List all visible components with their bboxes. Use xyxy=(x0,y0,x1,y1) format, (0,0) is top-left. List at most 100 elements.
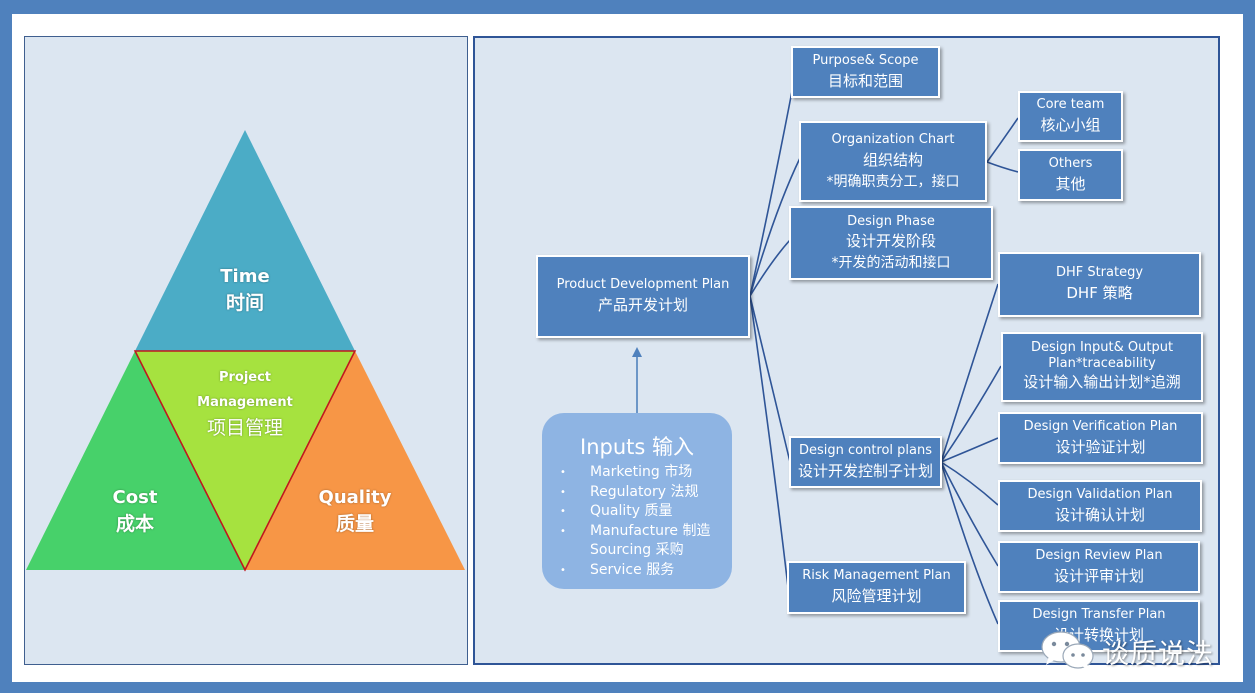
phase-label-zh: 设计开发阶段 xyxy=(845,232,936,251)
link-root-org xyxy=(749,157,801,297)
risk-management-plan-box: Risk Management Plan 风险管理计划 xyxy=(787,561,966,614)
inputs-list-item: • Quality 质量 xyxy=(542,502,732,522)
design-verification-box: Design Verification Plan 设计验证计划 xyxy=(998,412,1203,464)
link-root-control xyxy=(749,295,791,463)
verification-label-en: Design Verification Plan xyxy=(1023,418,1178,434)
verification-label-zh: 设计验证计划 xyxy=(1055,437,1146,456)
bullet-icon: • xyxy=(560,525,566,537)
inputs-list-item: • Regulatory 法规 xyxy=(542,483,732,503)
inputs-list-item: • Manufacture 制造 xyxy=(542,522,732,542)
time-label-zh: 时间 xyxy=(225,292,264,315)
inputs-list-item-text: Regulatory 法规 xyxy=(590,483,699,500)
link-org-core xyxy=(986,117,1019,163)
link-root-risk xyxy=(749,295,789,588)
inputs-list-item-text: Marketing 市场 xyxy=(590,464,693,480)
phase-label-note: *开发的活动和接口 xyxy=(831,255,951,272)
inputs-list-item-text: Sourcing 采购 xyxy=(590,542,684,558)
quality-label-zh: 质量 xyxy=(335,513,374,536)
io-label-en-2: Plan*traceability xyxy=(1048,356,1156,372)
review-label-en: Design Review Plan xyxy=(1035,547,1163,563)
link-root-phase xyxy=(749,239,791,297)
pm-label-en-1: Project xyxy=(218,370,272,385)
cost-label-en: Cost xyxy=(112,487,158,508)
link-root-purpose xyxy=(749,85,794,297)
inputs-list-item-text: Service 服务 xyxy=(590,561,675,578)
dhf-label-en: DHF Strategy xyxy=(1055,265,1144,281)
design-validation-box: Design Validation Plan 设计确认计划 xyxy=(998,480,1202,532)
link-control-verification xyxy=(940,437,999,463)
core-label-zh: 核心小组 xyxy=(1040,116,1101,135)
org-label-zh: 组织结构 xyxy=(862,150,923,169)
root-label-en: Product Development Plan xyxy=(556,277,730,293)
purpose-label-zh: 目标和范围 xyxy=(827,71,903,90)
io-label-zh: 设计输入输出计划*追溯 xyxy=(1023,373,1181,392)
dhf-strategy-box: DHF Strategy DHF 策略 xyxy=(998,252,1201,317)
quality-triangle xyxy=(245,351,465,570)
link-control-transfer xyxy=(940,461,999,625)
watermark: 谈质说法 xyxy=(1040,630,1214,672)
cost-label: Cost 成本 xyxy=(85,485,185,539)
risk-label-en: Risk Management Plan xyxy=(802,568,951,584)
bullet-icon: • xyxy=(560,486,566,498)
cost-label-zh: 成本 xyxy=(115,513,154,536)
pm-label-zh: 项目管理 xyxy=(206,417,283,440)
inputs-arrow-head xyxy=(632,347,642,357)
link-control-io xyxy=(940,365,1002,463)
review-label-zh: 设计评审计划 xyxy=(1053,566,1144,585)
bullet-icon: • xyxy=(560,506,566,517)
design-transfer-box: Design Transfer Plan 设计转换计划 xyxy=(998,600,1200,652)
wechat-icon xyxy=(1041,631,1094,671)
time-label: Time 时间 xyxy=(195,264,295,318)
inputs-list-item: • Service 服务 xyxy=(542,561,732,581)
design-phase-box: Design Phase 设计开发阶段 *开发的活动和接口 xyxy=(789,206,993,280)
dhf-label-zh: DHF 策略 xyxy=(1066,284,1133,303)
core-team-box: Core team 核心小组 xyxy=(1018,91,1123,142)
control-label-en: Design control plans xyxy=(798,442,933,458)
pm-right-edge xyxy=(244,350,356,571)
link-control-dhf xyxy=(940,283,999,463)
design-review-box: Design Review Plan 设计评审计划 xyxy=(998,541,1200,593)
quality-label-en: Quality xyxy=(318,487,392,508)
transfer-label-en: Design Transfer Plan xyxy=(1032,606,1166,622)
organization-chart-box: Organization Chart 组织结构 *明确职责分工，接口 xyxy=(799,121,987,202)
root-label-zh: 产品开发计划 xyxy=(597,296,688,315)
inputs-title: Inputs 输入 xyxy=(580,435,694,459)
inputs-list-item: Sourcing 采购 xyxy=(542,541,732,561)
quality-label: Quality 质量 xyxy=(305,485,405,539)
purpose-scope-box: Purpose& Scope 目标和范围 xyxy=(791,46,940,98)
control-label-zh: 设计开发控制子计划 xyxy=(797,461,933,480)
link-control-validation xyxy=(940,461,999,506)
inputs-list: • Marketing 市场 • Regulatory 法规 • Quality 质量 • M… xyxy=(542,463,732,580)
bullet-icon: • xyxy=(560,564,566,576)
phase-label-en: Design Phase xyxy=(847,213,935,229)
inputs-list-item-text: Manufacture 制造 xyxy=(590,522,711,539)
inputs-list-item-text: Quality 质量 xyxy=(590,503,673,519)
others-label-en: Others xyxy=(1048,155,1093,171)
org-label-note: *明确职责分工，接口 xyxy=(826,173,960,190)
time-label-en: Time xyxy=(220,266,270,287)
link-org-others xyxy=(986,161,1019,173)
design-input-output-box: Design Input& Output Plan*traceability 设… xyxy=(1001,332,1203,402)
io-label-en-1: Design Input& Output xyxy=(1030,339,1174,355)
time-triangle xyxy=(135,130,355,351)
core-label-en: Core team xyxy=(1036,97,1105,113)
pm-left-edge xyxy=(134,350,246,571)
link-control-review xyxy=(940,461,999,567)
cost-triangle xyxy=(26,351,245,570)
design-control-plans-box: Design control plans 设计开发控制子计划 xyxy=(789,436,942,488)
risk-label-zh: 风险管理计划 xyxy=(831,587,922,606)
product-development-plan-box: Product Development Plan 产品开发计划 xyxy=(536,255,750,338)
inputs-box: Inputs 输入 • Marketing 市场 • Regulatory 法规 • Qu… xyxy=(542,413,732,589)
inputs-list-item: • Marketing 市场 xyxy=(542,463,732,483)
project-management-label: Project Management 项目管理 xyxy=(175,366,315,443)
purpose-label-en: Purpose& Scope xyxy=(812,52,919,68)
others-box: Others 其他 xyxy=(1018,149,1123,201)
pm-label-en-2: Management xyxy=(197,394,293,410)
bullet-icon: • xyxy=(560,467,566,478)
validation-label-en: Design Validation Plan xyxy=(1027,486,1173,502)
watermark-text: 谈质说法 xyxy=(1102,638,1214,670)
validation-label-zh: 设计确认计划 xyxy=(1054,505,1145,524)
others-label-zh: 其他 xyxy=(1055,174,1086,193)
